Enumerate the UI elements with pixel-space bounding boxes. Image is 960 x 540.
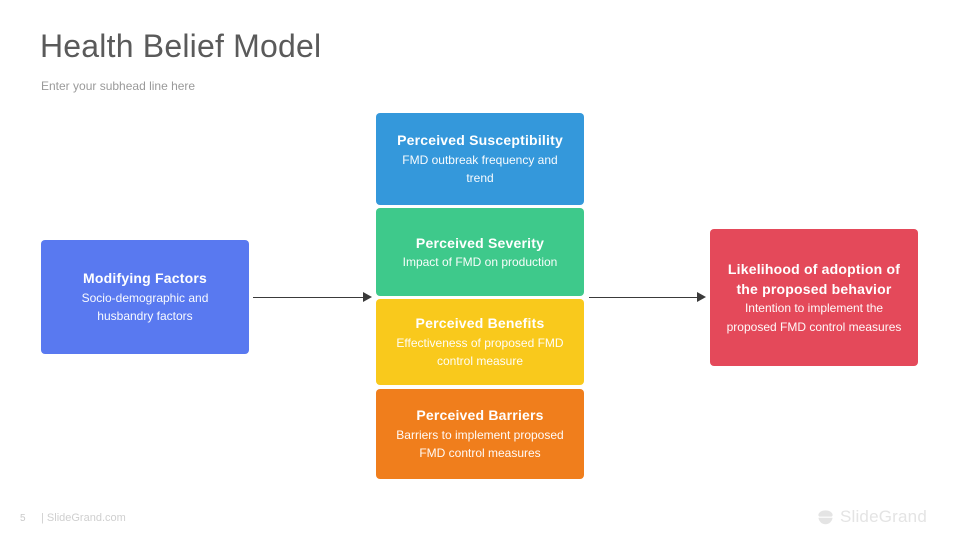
node-description: FMD outbreak frequency and trend — [402, 152, 558, 186]
node-title: Perceived Susceptibility — [397, 132, 563, 149]
page-number: 5 — [20, 513, 26, 524]
diagram-node-perceived-severity[interactable]: Perceived Severity Impact of FMD on prod… — [376, 208, 584, 296]
node-title: Modifying Factors — [83, 270, 207, 287]
node-description: Socio-demographic and husbandry factors — [81, 290, 209, 324]
node-description: Barriers to implement proposed FMD contr… — [396, 427, 564, 461]
node-title: Perceived Benefits — [415, 315, 545, 332]
node-description: Intention to implement the proposed FMD … — [726, 301, 902, 334]
arrow-shaft — [589, 296, 697, 298]
brand-logo: SlideGrand — [817, 507, 927, 527]
diagram-node-likelihood-of-adoption[interactable]: Likelihood of adoption of the proposed b… — [710, 229, 918, 366]
node-title: Perceived Severity — [415, 234, 545, 251]
node-description: Effectiveness of proposed FMD control me… — [396, 335, 564, 369]
arrow-right-icon-right-connector — [589, 291, 706, 303]
footer-site-label: | SlideGrand.com — [41, 512, 126, 524]
node-description: Impact of FMD on production — [402, 254, 558, 269]
diagram-node-perceived-barriers[interactable]: Perceived Barriers Barriers to implement… — [376, 389, 584, 479]
page-title: Health Belief Model — [40, 28, 322, 64]
arrow-head — [363, 292, 372, 302]
diagram-node-modifying-factors[interactable]: Modifying Factors Socio-demographic and … — [41, 240, 249, 354]
diagram-node-perceived-susceptibility[interactable]: Perceived Susceptibility FMD outbreak fr… — [376, 113, 584, 205]
arrow-right-icon-left-connector — [253, 291, 372, 303]
brand-name: SlideGrand — [839, 507, 927, 526]
arrow-shaft — [253, 296, 363, 298]
sphere-logo-icon — [818, 509, 833, 524]
arrow-head — [697, 292, 706, 302]
node-title: Likelihood of adoption of the proposed b… — [727, 260, 901, 297]
diagram-node-perceived-benefits[interactable]: Perceived Benefits Effectiveness of prop… — [376, 299, 584, 385]
node-title: Perceived Barriers — [416, 407, 544, 424]
page-subhead: Enter your subhead line here — [41, 79, 196, 93]
